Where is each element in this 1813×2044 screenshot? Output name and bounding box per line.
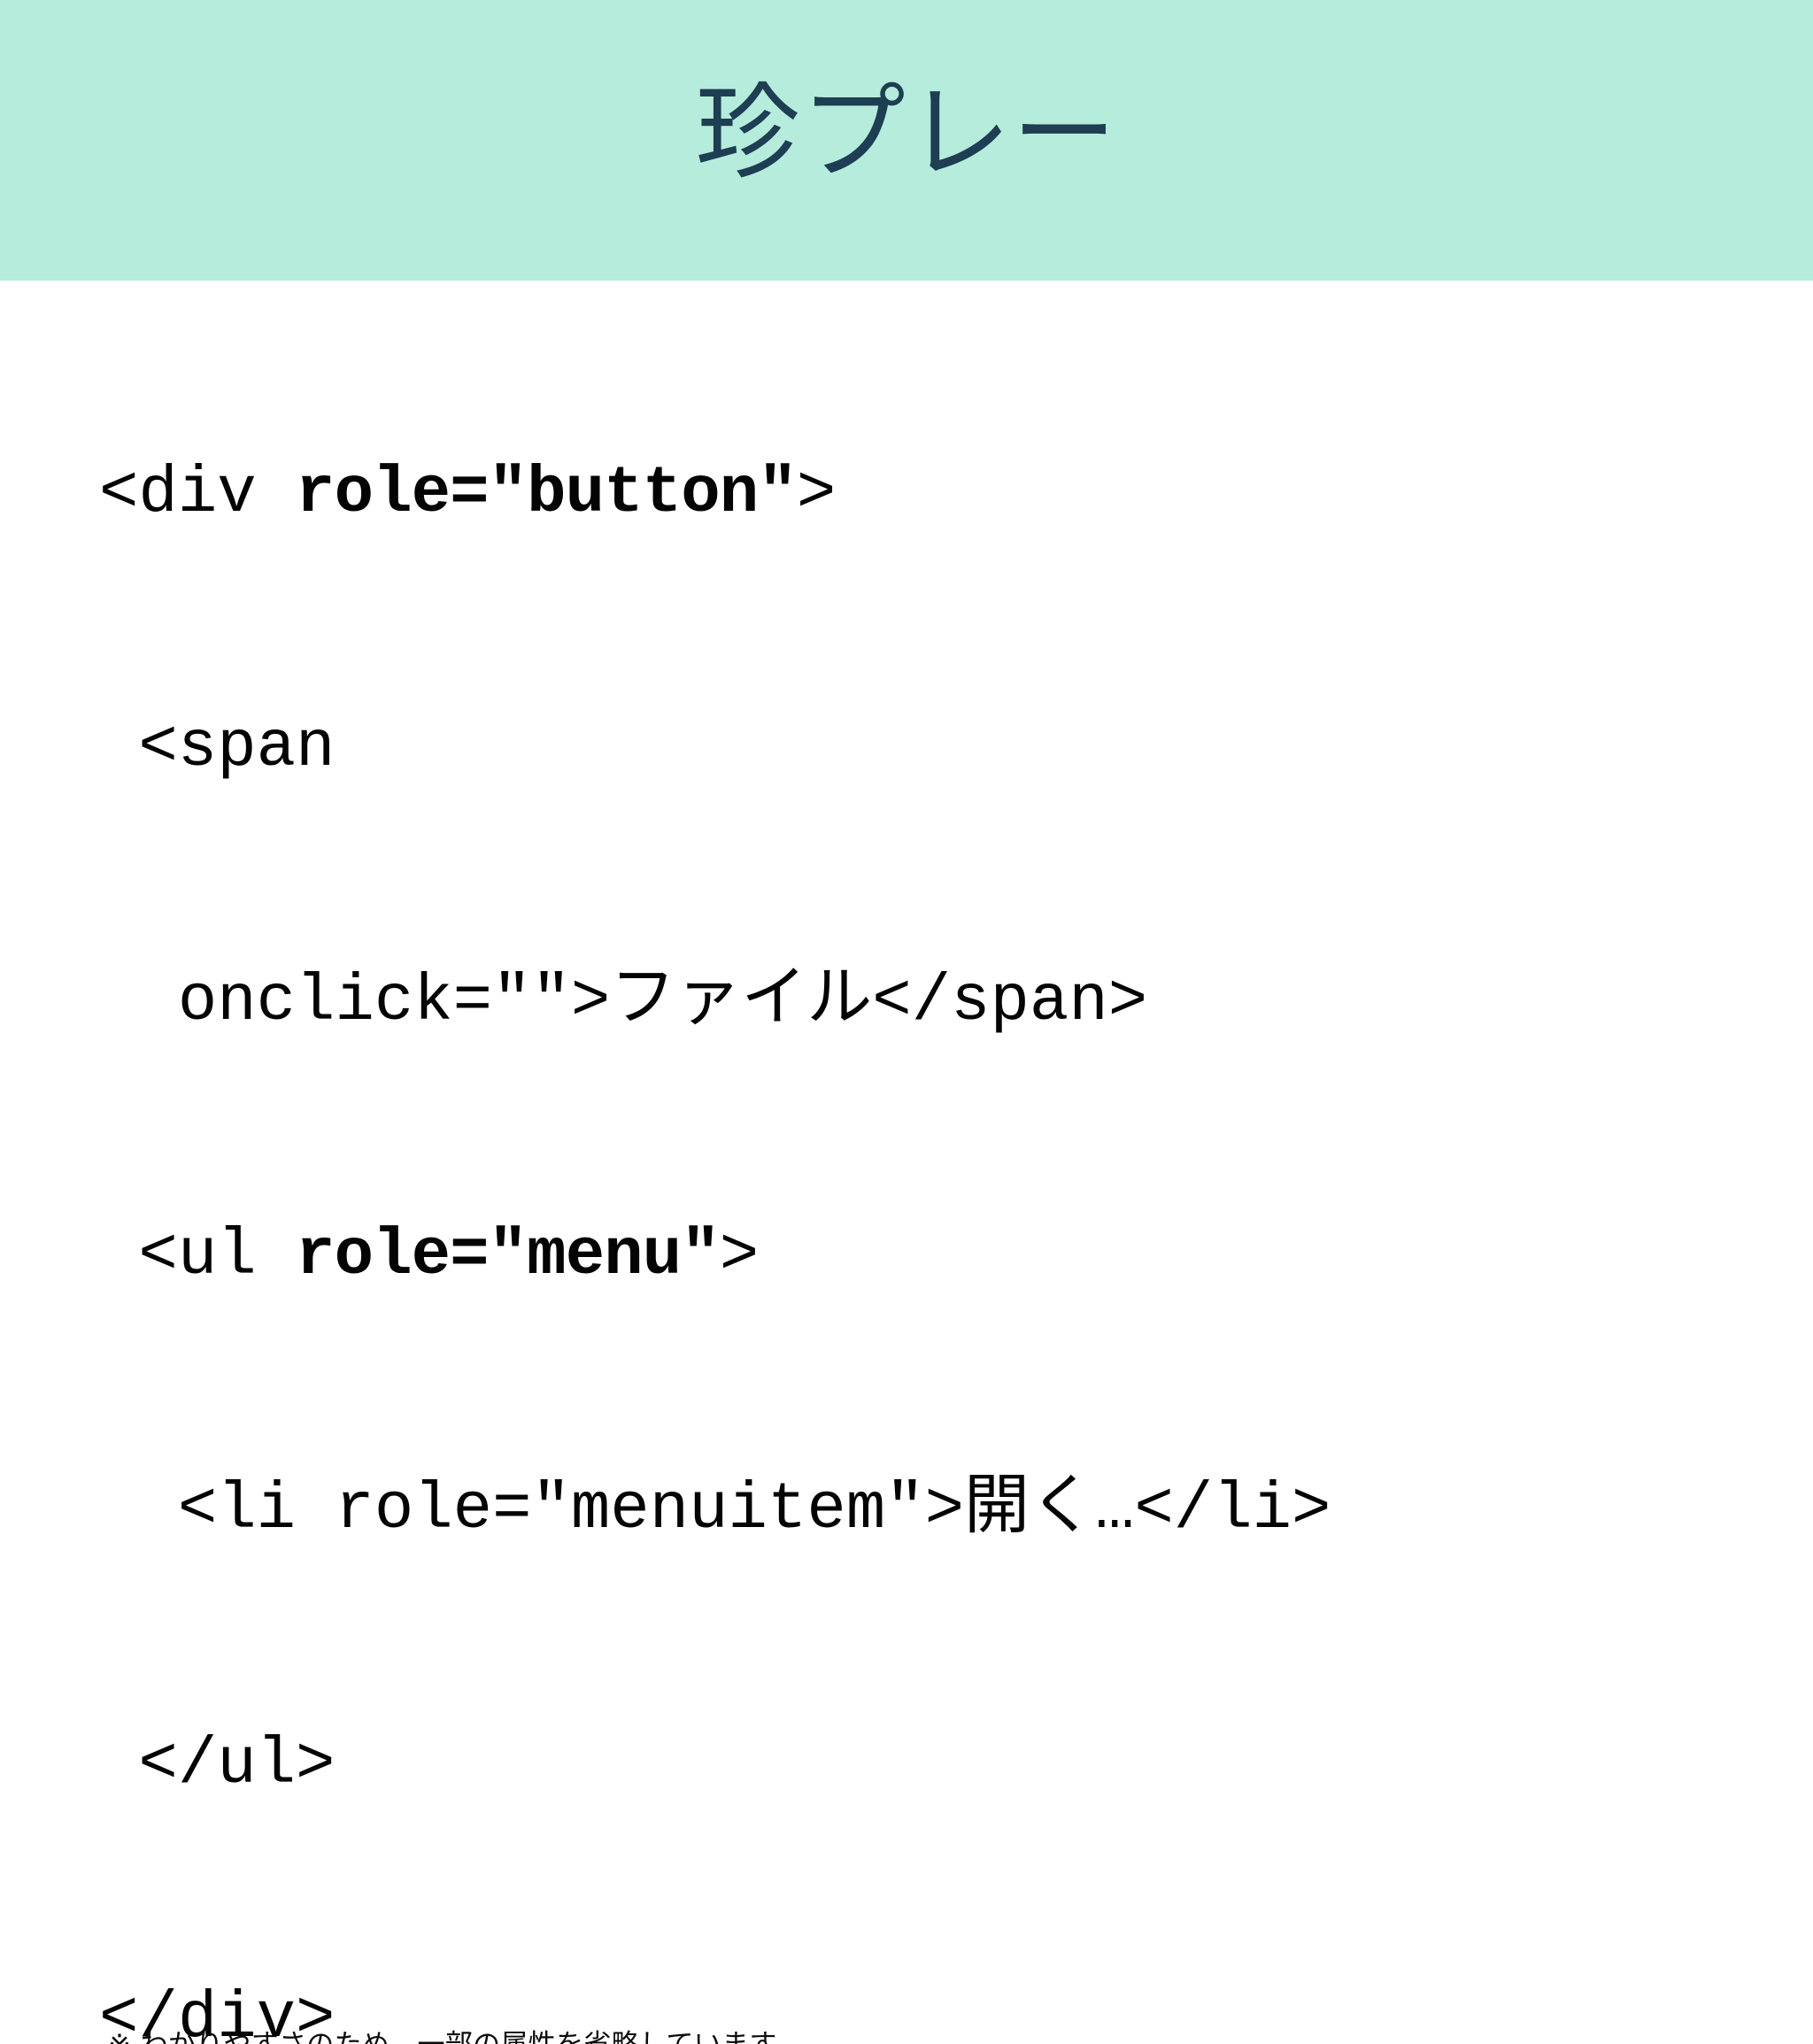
code-line-1: <div role="button">: [99, 432, 1760, 557]
code-line-2: <span: [99, 686, 1760, 811]
code-line-1-plain-before: <div: [99, 456, 297, 531]
code-line-5: <li role="menuitem">開く…</li>: [99, 1448, 1760, 1573]
code-line-4-plain-after: >: [719, 1219, 760, 1294]
code-line-3-plain-before: onclick="">ファイル</span>: [177, 964, 1148, 1039]
slide-header-band: 珍プレー: [0, 0, 1813, 281]
code-line-4-attribute: role="menu": [296, 1219, 721, 1294]
code-line-1-attribute: role="button": [296, 456, 798, 531]
code-line-2-plain-before: <span: [138, 710, 336, 785]
code-line-1-plain-after: >: [796, 456, 837, 531]
code-line-3: onclick="">ファイル</span>: [99, 940, 1760, 1065]
code-block: <div role="button"> <span onclick="">ファイ…: [0, 302, 1813, 2044]
page-title: 珍プレー: [695, 71, 1118, 194]
code-line-5-plain-before: <li role="menuitem">開く…</li>: [177, 1473, 1331, 1548]
code-line-6: </ul>: [99, 1703, 1760, 1828]
slide-body: <div role="button"> <span onclick="">ファイ…: [0, 281, 1813, 2044]
code-line-6-plain-before: </ul>: [138, 1727, 336, 1802]
code-listing: <div role="button"> <span onclick="">ファイ…: [99, 432, 1760, 2044]
footnote-text: ※ わかりやすさのため、一部の属性を省略しています: [108, 2029, 777, 2044]
code-line-4-plain-before: <ul: [138, 1219, 297, 1294]
code-line-4: <ul role="menu">: [99, 1194, 1760, 1319]
